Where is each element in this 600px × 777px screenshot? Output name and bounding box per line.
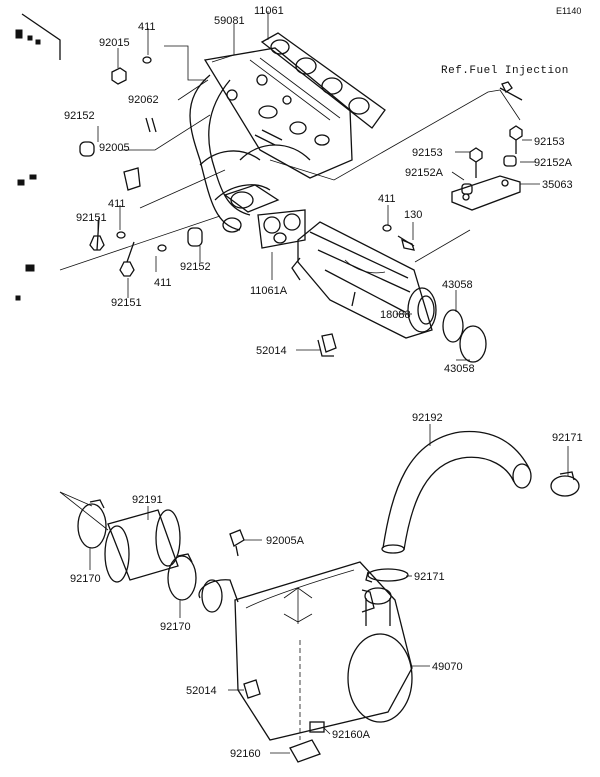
o-rings-43058 (442, 309, 487, 363)
clamp-92170-center (167, 553, 197, 601)
label-59081: 59081 (214, 15, 245, 27)
label-92160: 92160 (230, 748, 261, 760)
figure-code: E1140 (556, 6, 581, 16)
exhaust-manifold-59081 (189, 47, 353, 231)
hose-92192 (381, 430, 532, 554)
ref-fuel-injection-note: Ref.Fuel Injection (441, 65, 569, 77)
label-130: 130 (404, 209, 422, 221)
label-92153-left: 92153 (412, 147, 443, 159)
label-92170-center: 92170 (160, 621, 191, 633)
label-52014-upper: 52014 (256, 345, 287, 357)
label-52014-lower: 52014 (186, 685, 217, 697)
fitting-52014-lower (243, 679, 261, 699)
clamp-92171-center (365, 568, 409, 583)
label-43058-bottom: 43058 (444, 363, 475, 375)
upper-fasteners (79, 56, 203, 277)
label-92151-upper: 92151 (76, 212, 107, 224)
manifold-gasket-11061 (260, 32, 386, 129)
pad-92160 (289, 640, 321, 763)
fitting-52014-upper (317, 333, 337, 357)
label-11061: 11061 (254, 5, 284, 17)
fitting-92005A (229, 529, 245, 557)
clamp-92171-right (550, 471, 580, 497)
label-411-mid: 411 (108, 198, 126, 210)
left-edge-marks (15, 13, 61, 301)
label-92151-lower: 92151 (111, 297, 142, 309)
pipe-92191 (104, 509, 181, 583)
label-49070: 49070 (432, 661, 463, 673)
exhaust-pipe-18088 (291, 221, 437, 339)
muffler-49070 (198, 561, 413, 741)
label-35063: 35063 (542, 179, 573, 191)
label-92152-center: 92152 (180, 261, 211, 273)
label-92153-right: 92153 (534, 136, 565, 148)
label-92171-center: 92171 (414, 571, 445, 583)
label-92192: 92192 (412, 412, 443, 424)
clamp-92170-left (77, 499, 107, 549)
label-92170-left: 92170 (70, 573, 101, 585)
part-labels: 11061 59081 411 92015 92062 92152 92005 … (64, 5, 583, 760)
label-92152-left: 92152 (64, 110, 95, 122)
label-43058-top: 43058 (442, 279, 473, 291)
center-gasket-11061A (222, 184, 306, 249)
label-11061A: 11061A (250, 285, 288, 297)
label-92171-right: 92171 (552, 432, 583, 444)
label-92160A: 92160A (332, 729, 371, 741)
pad-92160A (309, 721, 325, 733)
label-18088: 18088 (380, 309, 411, 321)
label-92005: 92005 (99, 142, 130, 154)
right-fasteners (382, 224, 415, 251)
bracket-35063 (451, 125, 523, 211)
label-411-low: 411 (154, 277, 172, 289)
leader-lines (59, 11, 569, 754)
label-92062: 92062 (128, 94, 159, 106)
label-92005A: 92005A (266, 535, 305, 547)
label-92015: 92015 (99, 37, 130, 49)
label-92191: 92191 (132, 494, 163, 506)
label-411-top: 411 (138, 21, 156, 33)
label-92152A-right: 92152A (534, 157, 573, 169)
label-92152A-left: 92152A (405, 167, 444, 179)
fuel-injection-bolt (499, 81, 523, 101)
label-411-right: 411 (378, 193, 396, 205)
